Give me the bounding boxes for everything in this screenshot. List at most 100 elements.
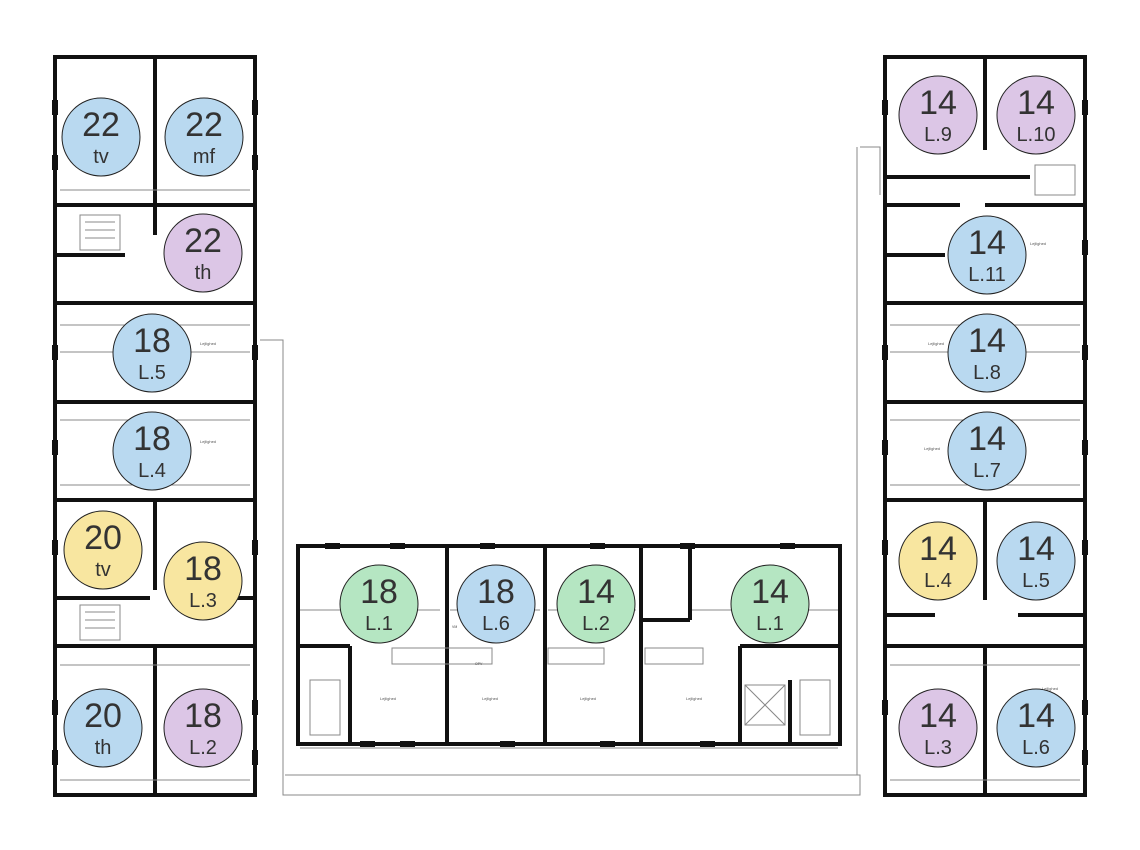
badge-circle [63,510,143,590]
badge-label: L.3 [189,590,217,612]
apartment-badge-c-14l1: 14L.1 [730,564,810,644]
badge-label: L.6 [1022,737,1050,759]
badge-circle [996,521,1076,601]
badge-circle [112,313,192,393]
apartment-badge-e-l11: 14L.11 [947,215,1027,295]
apartment-badge-c-18l6: 18L.6 [456,564,536,644]
badge-label: L.2 [582,613,610,635]
badge-label: L.2 [189,737,217,759]
badge-label: L.7 [973,460,1001,482]
badge-label: L.4 [138,460,166,482]
room-label-c4: Lejlighed [686,696,702,701]
badge-circle [996,688,1076,768]
badge-circle [947,215,1027,295]
badge-label: L.6 [482,613,510,635]
badge-circle [947,313,1027,393]
badge-label: th [95,737,112,759]
apartment-badge-w-l2: 18L.2 [163,688,243,768]
apartment-badge-e-l7: 14L.7 [947,411,1027,491]
east-wing: Lejlighed Lejlighed Lejlighed Lejlighed [882,55,1088,797]
apartment-badge-e-l9: 14L.9 [898,75,978,155]
badge-label: L.8 [973,362,1001,384]
badge-number: 14 [919,530,957,568]
central-wing: Lejlighed Lejlighed Lejlighed Lejlighed … [296,543,842,749]
badge-label: mf [193,146,216,168]
badge-label: L.3 [924,737,952,759]
badge-circle [163,541,243,621]
badge-circle [730,564,810,644]
badge-number: 18 [477,573,515,611]
badge-number: 18 [184,697,222,735]
apartment-badge-w-l3: 18L.3 [163,541,243,621]
room-label-e-l7: Lejlighed [924,446,940,451]
badge-label: L.5 [138,362,166,384]
badge-circle [163,213,243,293]
badge-circle [163,688,243,768]
badge-number: 14 [968,420,1006,458]
badge-number: 18 [133,322,171,360]
fixture-vm-c: VM [452,625,457,629]
badge-label: tv [93,146,109,168]
badge-circle [898,75,978,155]
fixture-opv-c: OPV [475,662,483,666]
badge-circle [63,688,143,768]
badge-circle [61,97,141,177]
apartment-badge-c-18l1: 18L.1 [339,564,419,644]
room-label-e-l11: Lejlighed [1030,241,1046,246]
badge-circle [898,521,978,601]
badge-label: tv [95,559,111,581]
apartment-badge-e-l4: 14L.4 [898,521,978,601]
corridor-outlines [260,146,881,796]
badge-number: 14 [577,573,615,611]
badge-label: L.1 [365,613,393,635]
badge-number: 20 [84,697,122,735]
badge-number: 14 [1017,697,1055,735]
apartment-badge-w-l4: 18L.4 [112,411,192,491]
badge-number: 14 [751,573,789,611]
badge-label: L.10 [1017,124,1056,146]
apartment-badge-e-l3: 14L.3 [898,688,978,768]
badge-label: L.11 [968,264,1005,286]
badge-circle [164,97,244,177]
badge-label: L.9 [924,124,952,146]
apartment-badge-c-14l2: 14L.2 [556,564,636,644]
badge-circle [556,564,636,644]
badge-label: L.5 [1022,570,1050,592]
badge-number: 14 [919,84,957,122]
badge-label: L.1 [756,613,784,635]
apartment-badge-e-l10: 14L.10 [996,75,1076,155]
room-label-c3: Lejlighed [580,696,596,701]
room-label-c2: Lejlighed [482,696,498,701]
badge-circle [112,411,192,491]
badge-number: 14 [1017,530,1055,568]
badge-label: L.4 [924,570,952,592]
badge-circle [996,75,1076,155]
badge-circle [456,564,536,644]
room-label-e-l6: Lejlighed [1042,686,1058,691]
apartment-badge-w-l5: 18L.5 [112,313,192,393]
apartment-badge-e-l6: 14L.6 [996,688,1076,768]
room-label-c1: Lejlighed [380,696,396,701]
apartment-badge-e-l8: 14L.8 [947,313,1027,393]
badge-number: 20 [84,519,122,557]
badge-circle [947,411,1027,491]
badge-number: 14 [968,322,1006,360]
badge-number: 18 [360,573,398,611]
badge-number: 22 [185,106,223,144]
room-label-e-l8: Lejlighed [928,341,944,346]
badge-number: 18 [133,420,171,458]
badge-number: 18 [184,550,222,588]
room-label-west-l4: Lejlighed [200,439,216,444]
badge-circle [339,564,419,644]
apartment-badge-e-l5: 14L.5 [996,521,1076,601]
badge-number: 14 [968,224,1006,262]
badge-circle [898,688,978,768]
badge-number: 14 [919,697,957,735]
